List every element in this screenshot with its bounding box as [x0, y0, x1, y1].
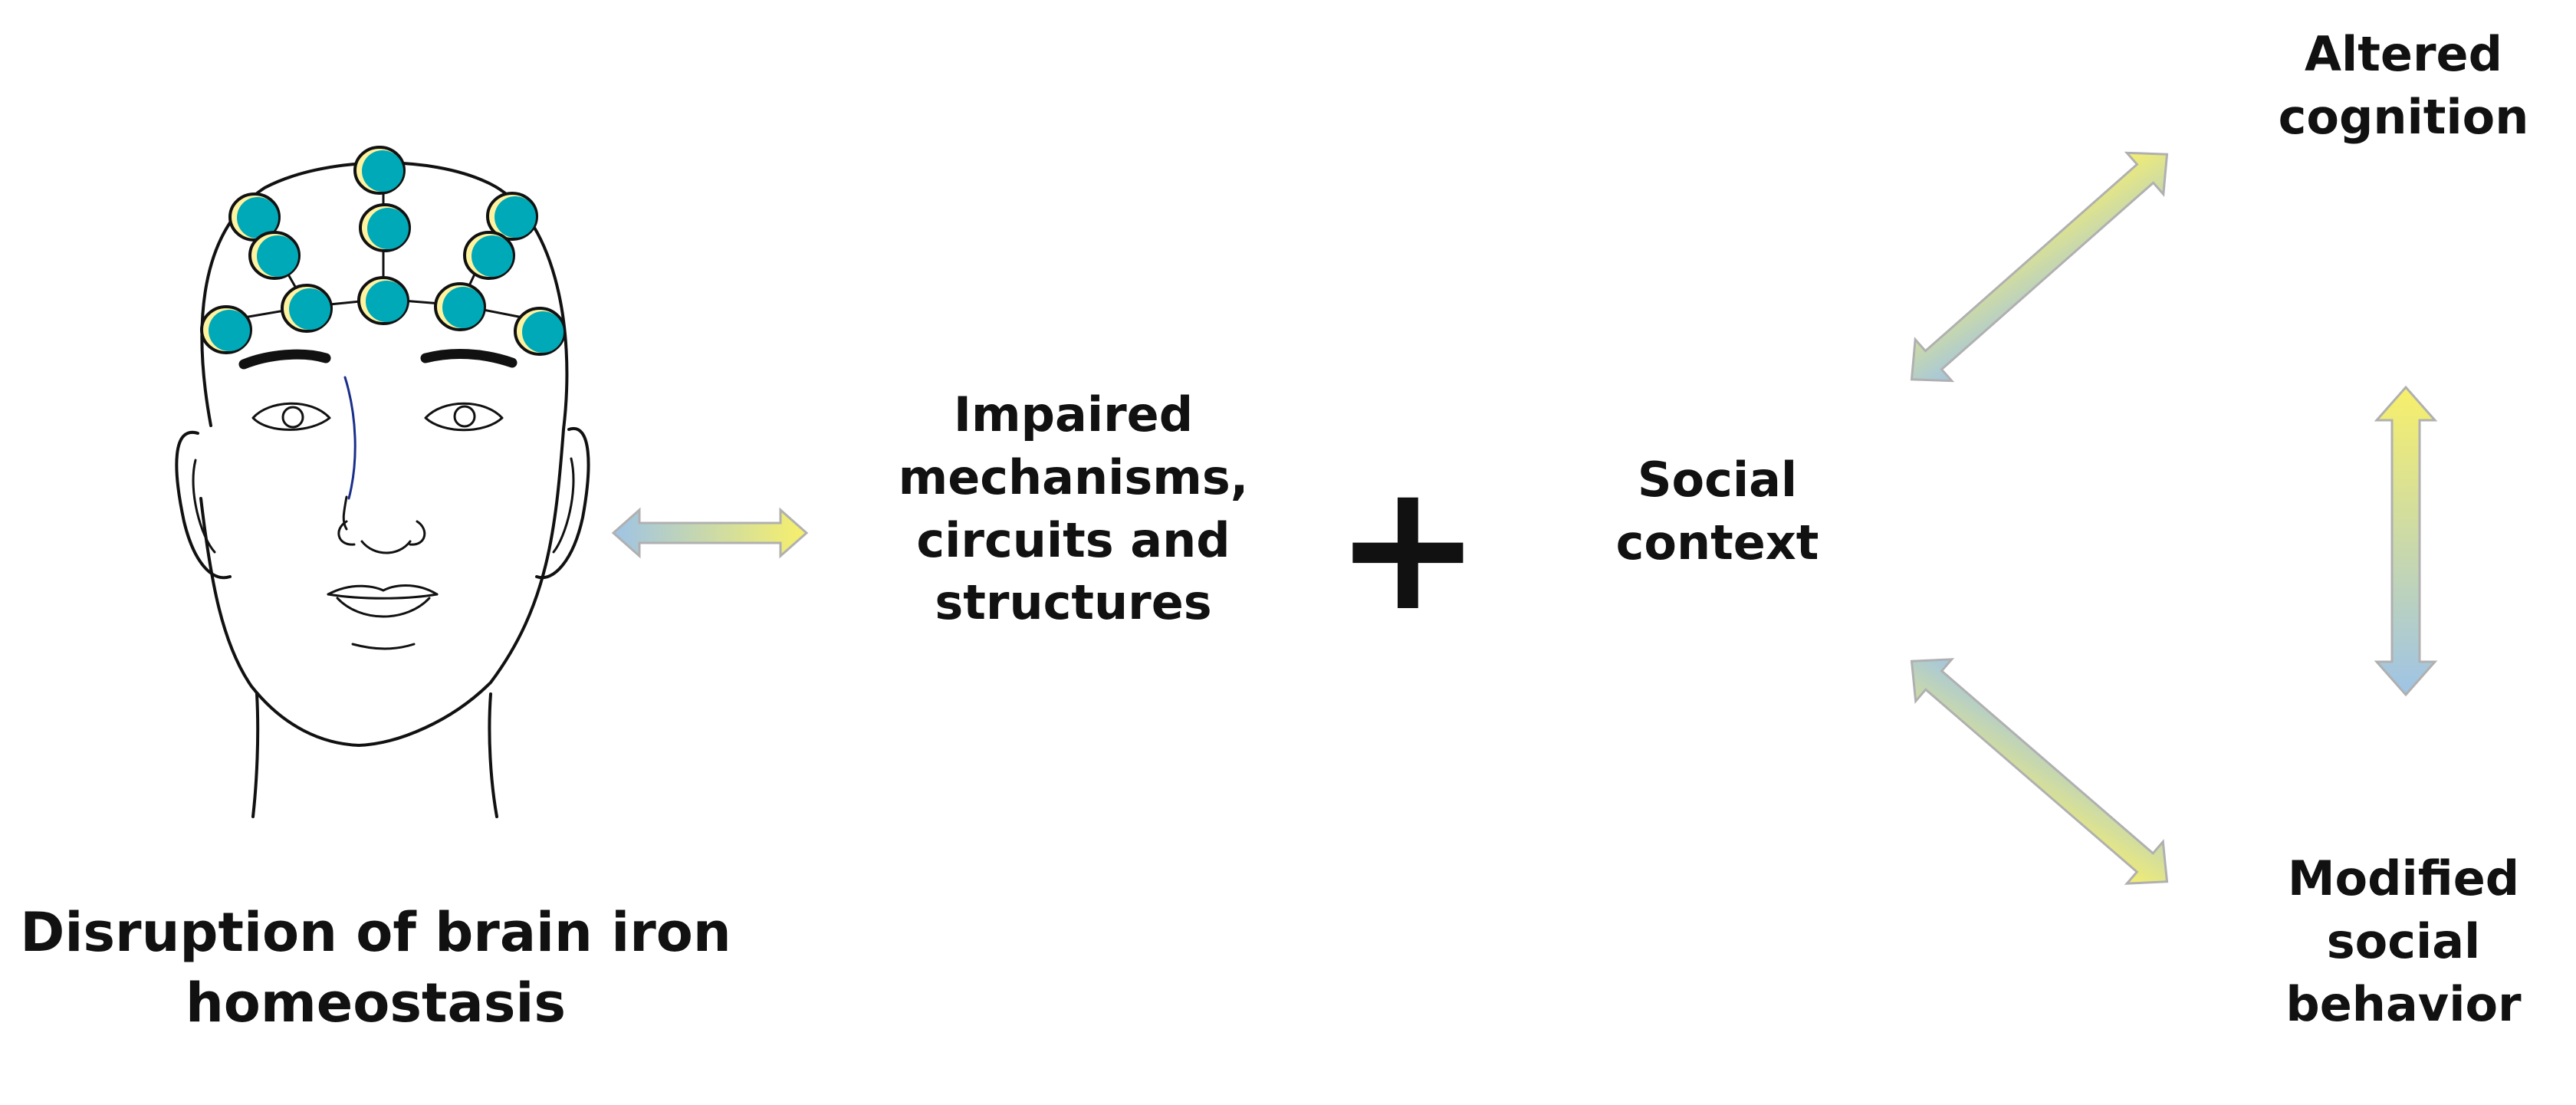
double-arrow-context-to-cognition	[1910, 151, 2169, 383]
label-social-context: Social context	[1615, 452, 1819, 571]
label-impaired-mechanisms: Impaired mechanisms, circuits and struct…	[898, 386, 1249, 631]
plus-sign: +	[1334, 446, 1482, 650]
double-arrow-context-to-behavior	[1910, 658, 2169, 885]
eeg-electrodes	[200, 146, 566, 356]
double-arrow-head-to-mechanisms	[611, 507, 809, 559]
label-modified-social-behavior: Modified social behavior	[2285, 850, 2522, 1032]
label-disruption: Disruption of brain iron homeostasis	[20, 901, 731, 1035]
label-altered-cognition: Altered cognition	[2278, 26, 2529, 145]
double-arrow-cognition-to-behavior	[2374, 385, 2438, 697]
head-with-eeg-electrodes-icon	[175, 161, 590, 818]
